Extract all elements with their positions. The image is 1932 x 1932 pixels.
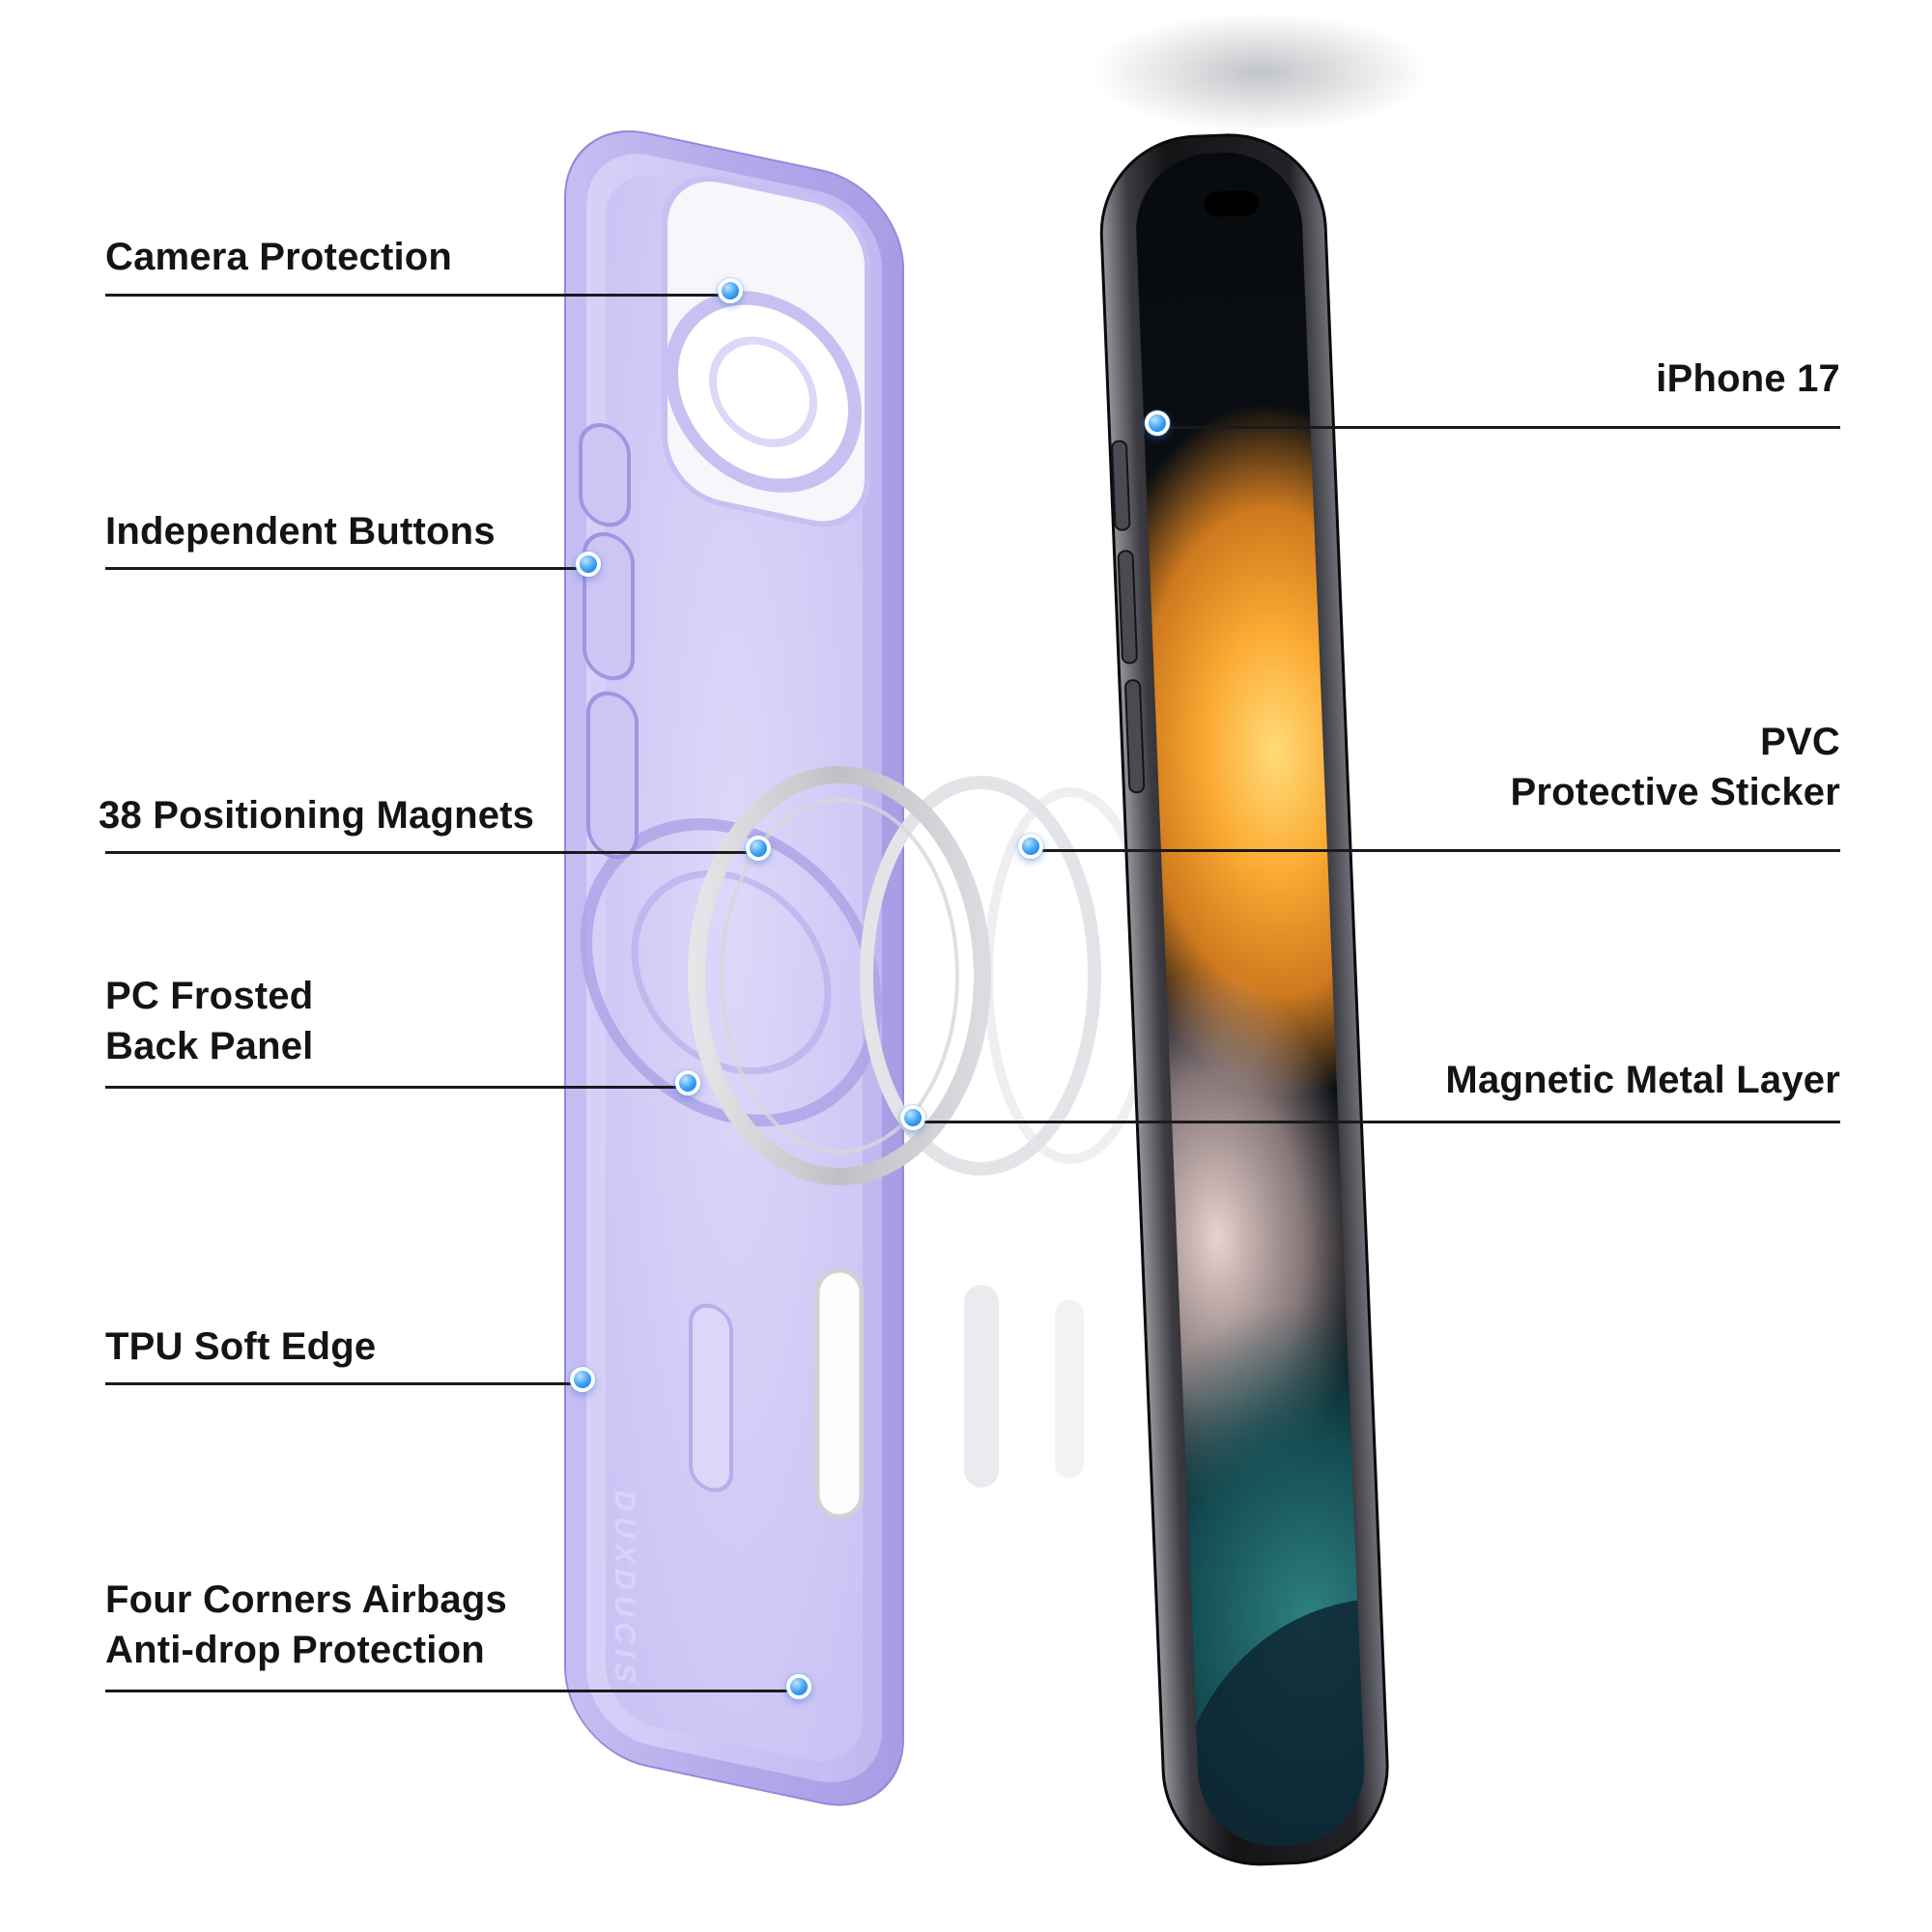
case-brand-text: DUXDUCIS [609, 1488, 640, 1692]
leader-magnetic-metal-layer [917, 1121, 1840, 1123]
magsafe-ring [688, 766, 991, 1185]
leader-pc-frosted-back-panel [105, 1086, 692, 1089]
dot-magnetic-metal-layer [900, 1105, 925, 1130]
leader-pvc-protective-sticker [1035, 849, 1840, 852]
case-back-panel [606, 175, 863, 1762]
dot-tpu-soft-edge [570, 1367, 595, 1392]
dot-pc-frosted-back-panel [675, 1070, 700, 1095]
callout-label-line: Back Panel [105, 1025, 314, 1067]
magsafe-ring-echo-1 [860, 776, 1101, 1176]
case-artwork: DUXDUCIS [564, 129, 904, 1806]
magsafe-slot-echo-1 [964, 1285, 999, 1488]
dot-iphone-17 [1145, 411, 1170, 436]
leader-iphone-17 [1161, 426, 1840, 429]
leader-positioning-magnets [105, 851, 762, 854]
dot-independent-buttons [576, 552, 601, 577]
case-side-buttons [579, 423, 639, 860]
callout-label-line: Camera Protection [105, 236, 453, 278]
dot-camera-protection [718, 278, 743, 303]
case-magnet-ring-inner [631, 869, 832, 1075]
callout-magnetic-metal-layer: Magnetic Metal Layer [1445, 1055, 1840, 1105]
leader-four-corners-airbags [105, 1690, 803, 1692]
magsafe-ring-inner [720, 798, 959, 1153]
dynamic-island [1205, 190, 1260, 217]
callout-four-corners-airbags: Four Corners Airbags Anti-drop Protectio… [105, 1575, 507, 1675]
dot-pvc-protective-sticker [1018, 834, 1043, 859]
callout-label-line: PVC [1760, 721, 1840, 763]
callout-pvc-protective-sticker: PVC Protective Sticker [1510, 717, 1840, 817]
callout-iphone-17: iPhone 17 [1656, 354, 1840, 404]
leader-camera-protection [105, 294, 734, 297]
callout-tpu-soft-edge: TPU Soft Edge [105, 1321, 376, 1372]
callout-label-line: Magnetic Metal Layer [1445, 1059, 1840, 1101]
leader-tpu-soft-edge [105, 1382, 586, 1385]
case-camera-ring [665, 291, 862, 493]
magsafe-slot-echo-2 [1055, 1299, 1084, 1478]
callout-label-line: Anti-drop Protection [105, 1629, 485, 1671]
callout-label-line: Four Corners Airbags [105, 1578, 507, 1621]
phone-top-shadow [1092, 13, 1430, 132]
callout-label-line: TPU Soft Edge [105, 1325, 377, 1368]
callout-label-line: Independent Buttons [105, 510, 496, 553]
case-camera-lens [709, 336, 817, 447]
phone-side-buttons [1111, 440, 1146, 794]
leader-independent-buttons [105, 567, 592, 570]
dot-four-corners-airbags [786, 1674, 811, 1699]
phone-artwork [1099, 133, 1389, 1866]
callout-label-line: 38 Positioning Magnets [99, 794, 535, 837]
callout-independent-buttons: Independent Buttons [105, 506, 496, 556]
dot-positioning-magnets [746, 836, 771, 861]
callout-label-line: Protective Sticker [1510, 771, 1840, 813]
case-magsafe-slot [689, 1303, 733, 1492]
callout-positioning-magnets: 38 Positioning Magnets [99, 790, 534, 840]
magsafe-alignment-slot [814, 1267, 865, 1520]
callout-pc-frosted-back-panel: PC Frosted Back Panel [105, 971, 313, 1071]
callout-label-line: PC Frosted [105, 975, 314, 1017]
callout-camera-protection: Camera Protection [105, 232, 452, 282]
callout-label-line: iPhone 17 [1656, 357, 1840, 400]
